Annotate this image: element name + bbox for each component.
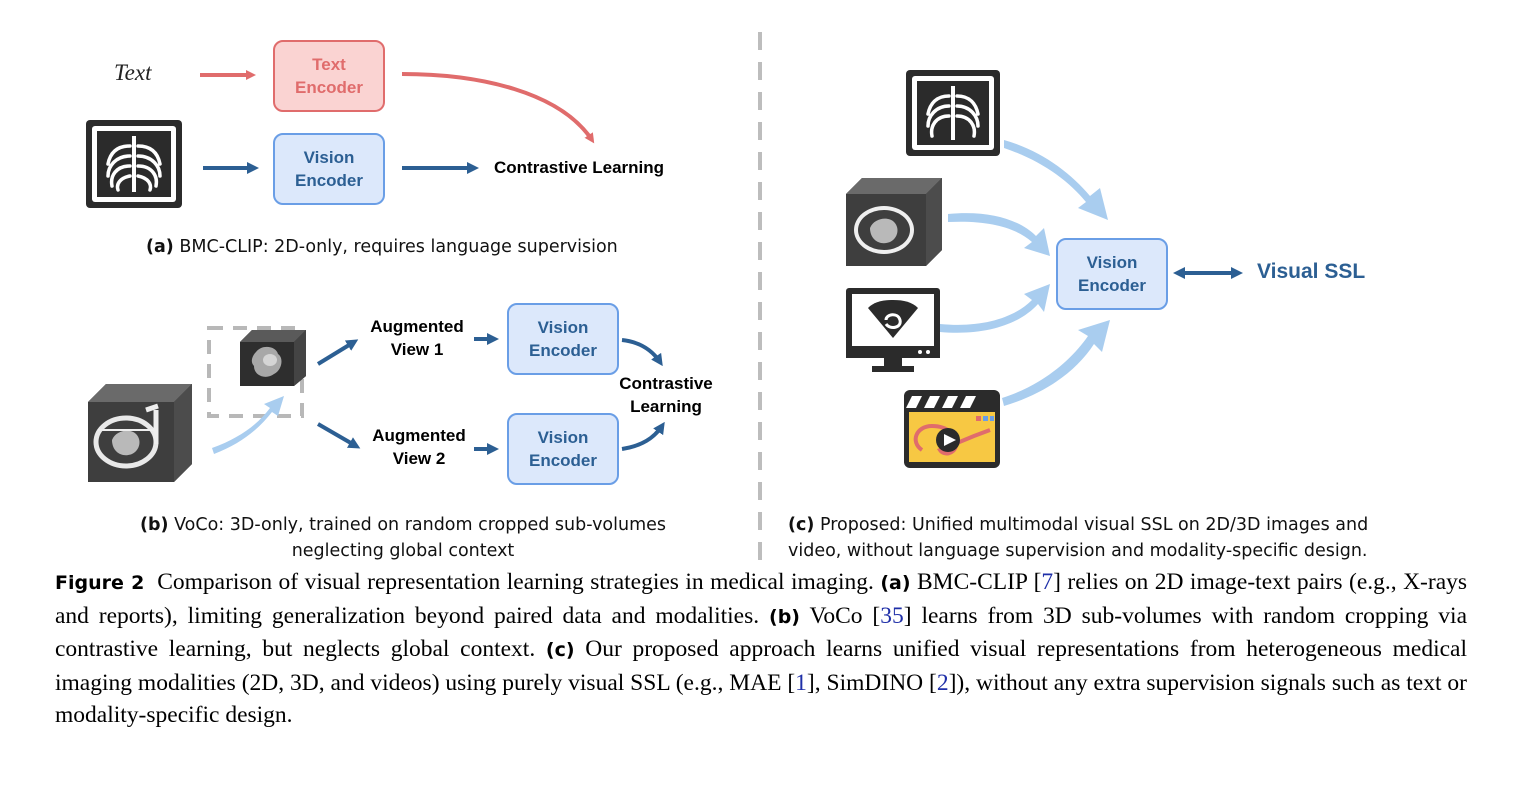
text-encoder-to-contrastive-arrow xyxy=(401,72,595,144)
encoder1-to-contrastive-arrow xyxy=(621,338,663,367)
sub-volume-icon xyxy=(240,330,306,386)
vision-encoder-box-2: Vision Encoder xyxy=(507,413,619,485)
contrastive-learning-label: Contrastive Learning xyxy=(494,158,665,177)
video-clapper-icon xyxy=(904,390,1000,468)
ref-link-7[interactable]: 7 xyxy=(1041,569,1054,595)
vision-encoder-box-1: Vision Encoder xyxy=(507,303,619,375)
encoder2-to-contrastive-arrow xyxy=(621,421,665,451)
video-to-encoder-arrow xyxy=(1002,320,1110,406)
crop-region-box xyxy=(207,326,304,418)
ref-link-35[interactable]: 35 xyxy=(880,602,904,629)
vision-encoder-box-c: Vision Encoder xyxy=(1056,238,1168,310)
caption-b: (b) VoCo: 3D-only, trained on random cro… xyxy=(139,515,667,561)
caption-c: (c) Proposed: Unified multimodal visual … xyxy=(788,515,1369,561)
chest-xray-icon xyxy=(86,120,182,208)
figure-label: Figure 2 xyxy=(55,572,145,594)
ct-cube-icon xyxy=(846,178,942,266)
ct-to-encoder-arrow xyxy=(948,213,1050,256)
vision-encoder-box: Vision Encoder xyxy=(273,133,385,205)
caption-a: (a) BMC-CLIP: 2D-only, requires language… xyxy=(146,237,618,257)
augmented-view-1-label: Augmented View 1 xyxy=(370,317,464,359)
crop-arrow xyxy=(212,396,284,454)
figure-caption: Figure 2 Comparison of visual representa… xyxy=(55,569,1468,728)
ultrasound-to-encoder-arrow xyxy=(940,284,1050,333)
visual-ssl-label: Visual SSL xyxy=(1257,260,1366,283)
xray-to-encoder-arrow xyxy=(1004,140,1108,220)
crop-to-view2-arrow xyxy=(316,422,361,449)
augmented-view-2-label: Augmented View 2 xyxy=(372,426,466,468)
contrastive-learning-label-b: Contrastive Learning xyxy=(619,374,713,416)
crop-to-view1-arrow xyxy=(316,339,359,366)
ref-link-2[interactable]: 2 xyxy=(936,669,949,696)
text-input-label: Text xyxy=(114,60,152,85)
ct-volume-icon xyxy=(88,384,192,482)
chest-xray-icon xyxy=(906,70,1000,156)
ultrasound-monitor-icon xyxy=(846,288,940,372)
text-encoder-box: Text Encoder xyxy=(273,40,385,112)
ref-link-1[interactable]: 1 xyxy=(795,669,807,696)
